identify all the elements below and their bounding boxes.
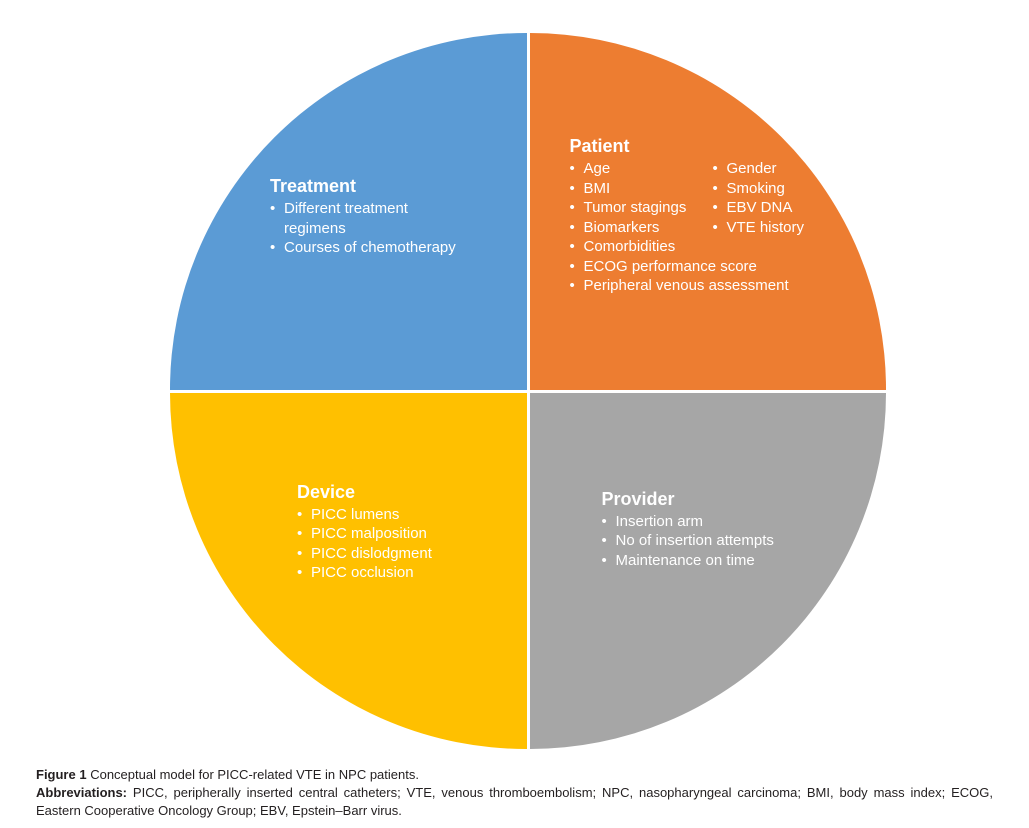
list-item-label: PICC lumens	[311, 505, 400, 523]
bullet-icon: •	[569, 238, 575, 255]
abbreviations-line: Abbreviations: PICC, peripherally insert…	[36, 784, 993, 820]
bullet-icon: •	[270, 200, 276, 217]
list-item-label: PICC dislodgment	[311, 544, 432, 562]
figure-caption: Figure 1 Conceptual model for PICC-relat…	[36, 766, 993, 820]
list-item-label: Comorbidities	[583, 238, 676, 255]
list-item-label: PICC occlusion	[311, 564, 414, 581]
list-item-label: VTE history	[726, 218, 805, 236]
list-item: • Insertion arm	[602, 512, 774, 532]
quadrant-patient: Patient • Age • BMI • Tumor stagings • Bioma…	[529, 33, 886, 390]
list-item-label: PICC malposition	[311, 525, 427, 542]
device-text-block: Device • PICC lumens • PICC malposition • P…	[297, 481, 432, 583]
list-item-label: Tumor stagings	[583, 199, 687, 216]
bullet-icon: •	[569, 257, 575, 275]
patient-columns: • Age • BMI • Tumor stagings • Biomarkers • C…	[570, 159, 805, 296]
list-item-label: Smoking	[726, 179, 785, 197]
list-item: • PICC dislodgment	[297, 544, 432, 564]
provider-text-block: Provider • Insertion arm • No of insertion…	[602, 488, 774, 571]
list-item-label: Gender	[726, 160, 777, 177]
provider-list: • Insertion arm • No of insertion attempts…	[602, 512, 774, 571]
list-item: • Courses of chemotherapy	[270, 238, 456, 258]
provider-title: Provider	[601, 488, 675, 509]
treatment-text-block: Treatment • Different treatment regimens …	[270, 175, 456, 258]
list-item: • EBV DNA	[713, 198, 805, 218]
bullet-icon: •	[569, 199, 575, 216]
bullet-icon: •	[712, 199, 718, 216]
bullet-icon: •	[601, 532, 607, 549]
list-item: • Tumor stagings	[570, 198, 789, 218]
bullet-icon: •	[297, 564, 303, 581]
list-item: • Comorbidities	[570, 237, 789, 257]
bullet-icon: •	[601, 551, 607, 569]
bullet-icon: •	[569, 179, 575, 197]
abbreviations-label: Abbreviations:	[36, 785, 128, 800]
quadrant-treatment: Treatment • Different treatment regimens …	[170, 33, 527, 390]
list-item: • No of insertion attempts	[602, 531, 774, 551]
list-item: • Maintenance on time	[602, 551, 774, 571]
bullet-icon: •	[297, 525, 303, 542]
list-item: • VTE history	[713, 218, 805, 238]
list-item-label: BMI	[583, 179, 611, 197]
device-list: • PICC lumens • PICC malposition • PICC dis…	[297, 505, 432, 583]
figure-label: Figure 1	[36, 767, 87, 782]
conceptual-model-circle: Treatment • Different treatment regimens …	[170, 33, 886, 749]
list-item-label: ECOG performance score	[583, 257, 757, 275]
bullet-icon: •	[712, 179, 718, 197]
list-item: • Biomarkers	[570, 218, 789, 238]
figure-caption-text: Conceptual model for PICC-related VTE in…	[90, 767, 419, 782]
list-item: • ECOG performance score	[570, 257, 789, 277]
bullet-icon: •	[297, 544, 303, 562]
list-item-label: Peripheral venous assessment	[583, 277, 789, 294]
bullet-icon: •	[712, 160, 718, 177]
bullet-icon: •	[569, 277, 575, 294]
treatment-list: • Different treatment regimens • Courses o…	[270, 199, 456, 258]
list-item-label: Different treatment regimens	[284, 200, 408, 237]
device-title: Device	[297, 481, 356, 502]
patient-title: Patient	[569, 136, 630, 156]
list-item: • Smoking	[713, 179, 805, 199]
bullet-icon: •	[569, 218, 575, 236]
bullet-icon: •	[712, 218, 718, 236]
list-item: • PICC occlusion	[297, 563, 432, 583]
list-item: • PICC malposition	[297, 524, 432, 544]
list-item: • PICC lumens	[297, 505, 432, 525]
list-item-label: Age	[583, 160, 611, 177]
list-item: • Different treatment regimens	[270, 199, 456, 238]
bullet-icon: •	[270, 239, 276, 256]
list-item-label: Courses of chemotherapy	[284, 239, 456, 256]
patient-text-block: Patient • Age • BMI • Tumor stagings • Bioma…	[569, 135, 805, 296]
list-item: • Gender	[713, 159, 805, 179]
list-item: • BMI	[570, 179, 789, 199]
quadrant-device: Device • PICC lumens • PICC malposition • P…	[170, 392, 527, 749]
bullet-icon: •	[601, 512, 607, 530]
quadrant-provider: Provider • Insertion arm • No of insertion…	[529, 392, 886, 749]
list-item-label: Maintenance on time	[615, 551, 755, 569]
list-item: • Peripheral venous assessment	[570, 276, 789, 296]
list-item: • Age	[570, 159, 789, 179]
patient-list-col1: • Age • BMI • Tumor stagings • Biomarkers • C…	[570, 159, 789, 296]
figure-caption-line: Figure 1 Conceptual model for PICC-relat…	[36, 766, 993, 784]
bullet-icon: •	[569, 160, 575, 177]
list-item-label: Biomarkers	[583, 218, 660, 236]
patient-list-col2: • Gender • Smoking • EBV DNA • VTE history	[713, 159, 805, 237]
list-item-label: Insertion arm	[615, 512, 704, 530]
list-item-label: No of insertion attempts	[615, 532, 774, 549]
abbreviations-text: PICC, peripherally inserted central cath…	[36, 785, 993, 818]
list-item-label: EBV DNA	[726, 199, 793, 216]
bullet-icon: •	[297, 505, 303, 523]
treatment-title: Treatment	[270, 176, 357, 196]
